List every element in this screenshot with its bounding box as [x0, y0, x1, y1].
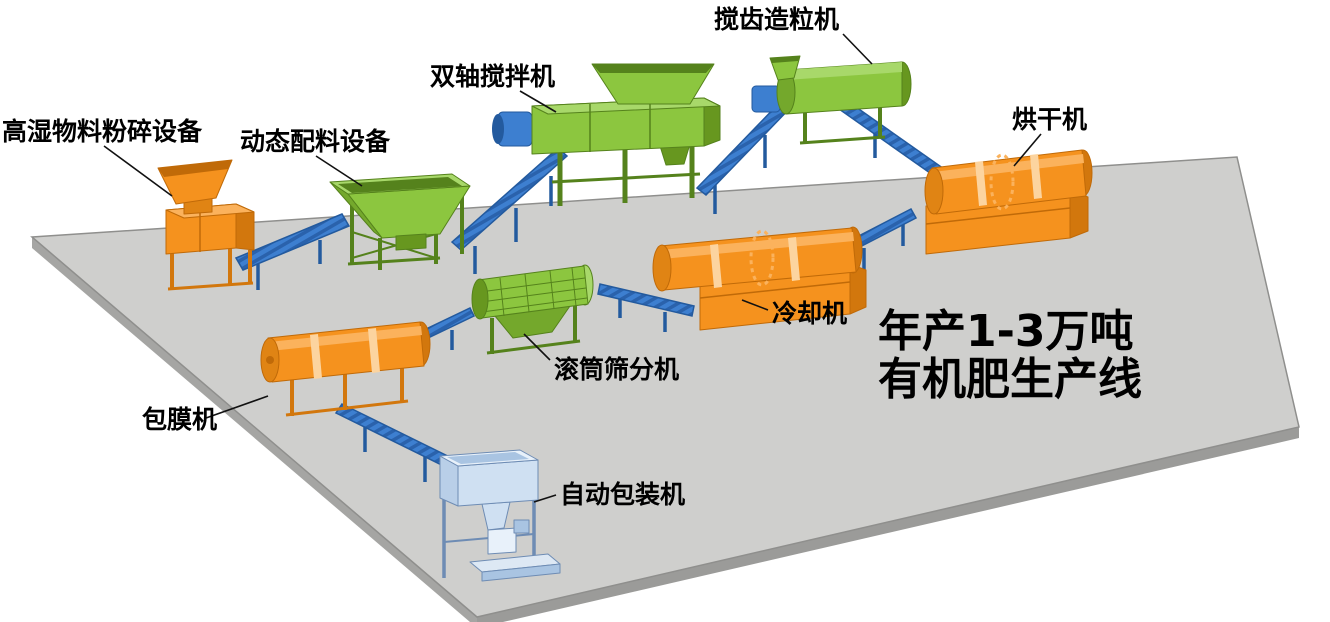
label-mixer: 双轴搅拌机: [430, 62, 557, 113]
packer-motor: [513, 519, 530, 534]
label-batching-text: 动态配料设备: [240, 127, 391, 156]
machine-coater: [260, 321, 431, 417]
machine-screener: [471, 264, 594, 355]
dryer-ring-2: [1030, 154, 1042, 199]
leader-line-packer: [533, 494, 557, 503]
dryer-ring-1: [975, 161, 987, 206]
granulator-body-top: [786, 62, 902, 80]
packer-hopper-front: [457, 459, 539, 507]
leader-line-coater: [205, 395, 269, 419]
leader-line-batching: [315, 155, 363, 187]
batching-outlet: [395, 233, 427, 251]
mixer-hopper-opening: [592, 64, 714, 73]
cooler-ring-1: [710, 244, 722, 288]
dryer-drum-highlight: [933, 154, 1084, 181]
label-granulator-text: 搅齿造粒机: [714, 5, 839, 34]
label-coater: 包膜机: [142, 395, 269, 434]
label-screener: 滚筒筛分机: [523, 333, 679, 384]
conveyor-cooler-to-screener: [597, 283, 695, 332]
floor-edge-left: [32, 237, 477, 622]
coater-ring-1: [310, 334, 322, 379]
cooler-drum-end-left: [652, 244, 672, 292]
label-coater-text: 包膜机: [142, 405, 217, 434]
dryer-girth-gear: [989, 153, 1015, 211]
crusher-funnel-opening: [158, 160, 232, 177]
leader-line-screener: [523, 333, 551, 361]
cooler-ring-2: [788, 237, 800, 281]
machine-packer: [439, 449, 561, 582]
conveyor-belt: [450, 146, 569, 252]
title-line-2: 有机肥生产线: [878, 354, 1142, 405]
floor-platform: [30, 156, 1300, 622]
conveyor-batching-to-mixer: [450, 146, 569, 274]
batching-hopper-opening: [338, 177, 462, 193]
conveyor-belt: [234, 213, 351, 271]
machine-mixer: [492, 63, 721, 206]
title-line-1: 年产1-3万吨: [878, 306, 1134, 357]
packer-weigher: [487, 527, 517, 555]
leader-line-granulator: [842, 33, 873, 65]
granulator-motor: [751, 85, 781, 113]
cooler-girth-gear: [749, 229, 775, 287]
leader-line-cooler: [741, 299, 769, 311]
machine-crusher: [157, 159, 255, 291]
label-screener-text: 滚筒筛分机: [554, 355, 679, 384]
coater-ring-2: [368, 328, 380, 373]
label-crusher-text: 高湿物料粉碎设备: [2, 117, 203, 146]
conveyor-belt: [597, 283, 695, 317]
packer-base-front: [481, 563, 561, 582]
machine-dryer: [924, 149, 1093, 255]
conveyor-crusher-to-batching: [234, 213, 351, 290]
machine-granulator: [751, 55, 912, 145]
coater-drum-highlight: [269, 326, 422, 351]
label-cooler: 冷却机: [741, 299, 847, 328]
label-mixer-text: 双轴搅拌机: [430, 62, 555, 91]
label-cooler-text: 冷却机: [772, 299, 847, 328]
floor-top: [30, 156, 1300, 618]
mixer-motor-end: [492, 114, 504, 144]
leader-line-mixer: [519, 90, 557, 113]
label-granulator: 搅齿造粒机: [714, 5, 873, 65]
screener-end-left: [471, 278, 489, 320]
dryer-drum-end-left: [924, 167, 944, 215]
leader-line-crusher: [103, 145, 173, 197]
coater-shaft: [266, 356, 274, 364]
cooler-base-side: [849, 263, 867, 315]
packer-hopper-opening: [447, 452, 529, 464]
label-crusher: 高湿物料粉碎设备: [2, 117, 203, 197]
label-dryer: 烘干机: [1012, 105, 1087, 167]
label-packer-text: 自动包装机: [560, 480, 685, 509]
label-packer: 自动包装机: [533, 480, 685, 509]
leader-line-dryer: [1013, 133, 1042, 167]
machine-batching: [329, 173, 471, 270]
label-batching: 动态配料设备: [240, 127, 391, 187]
machine-cooler: [652, 226, 867, 331]
cooler-drum-highlight: [661, 232, 854, 259]
label-dryer-text: 烘干机: [1012, 105, 1087, 134]
granulator-feed-opening: [770, 56, 800, 63]
floor-edge-right: [477, 427, 1299, 622]
production-line-title: 年产1-3万吨 有机肥生产线: [878, 306, 1142, 405]
